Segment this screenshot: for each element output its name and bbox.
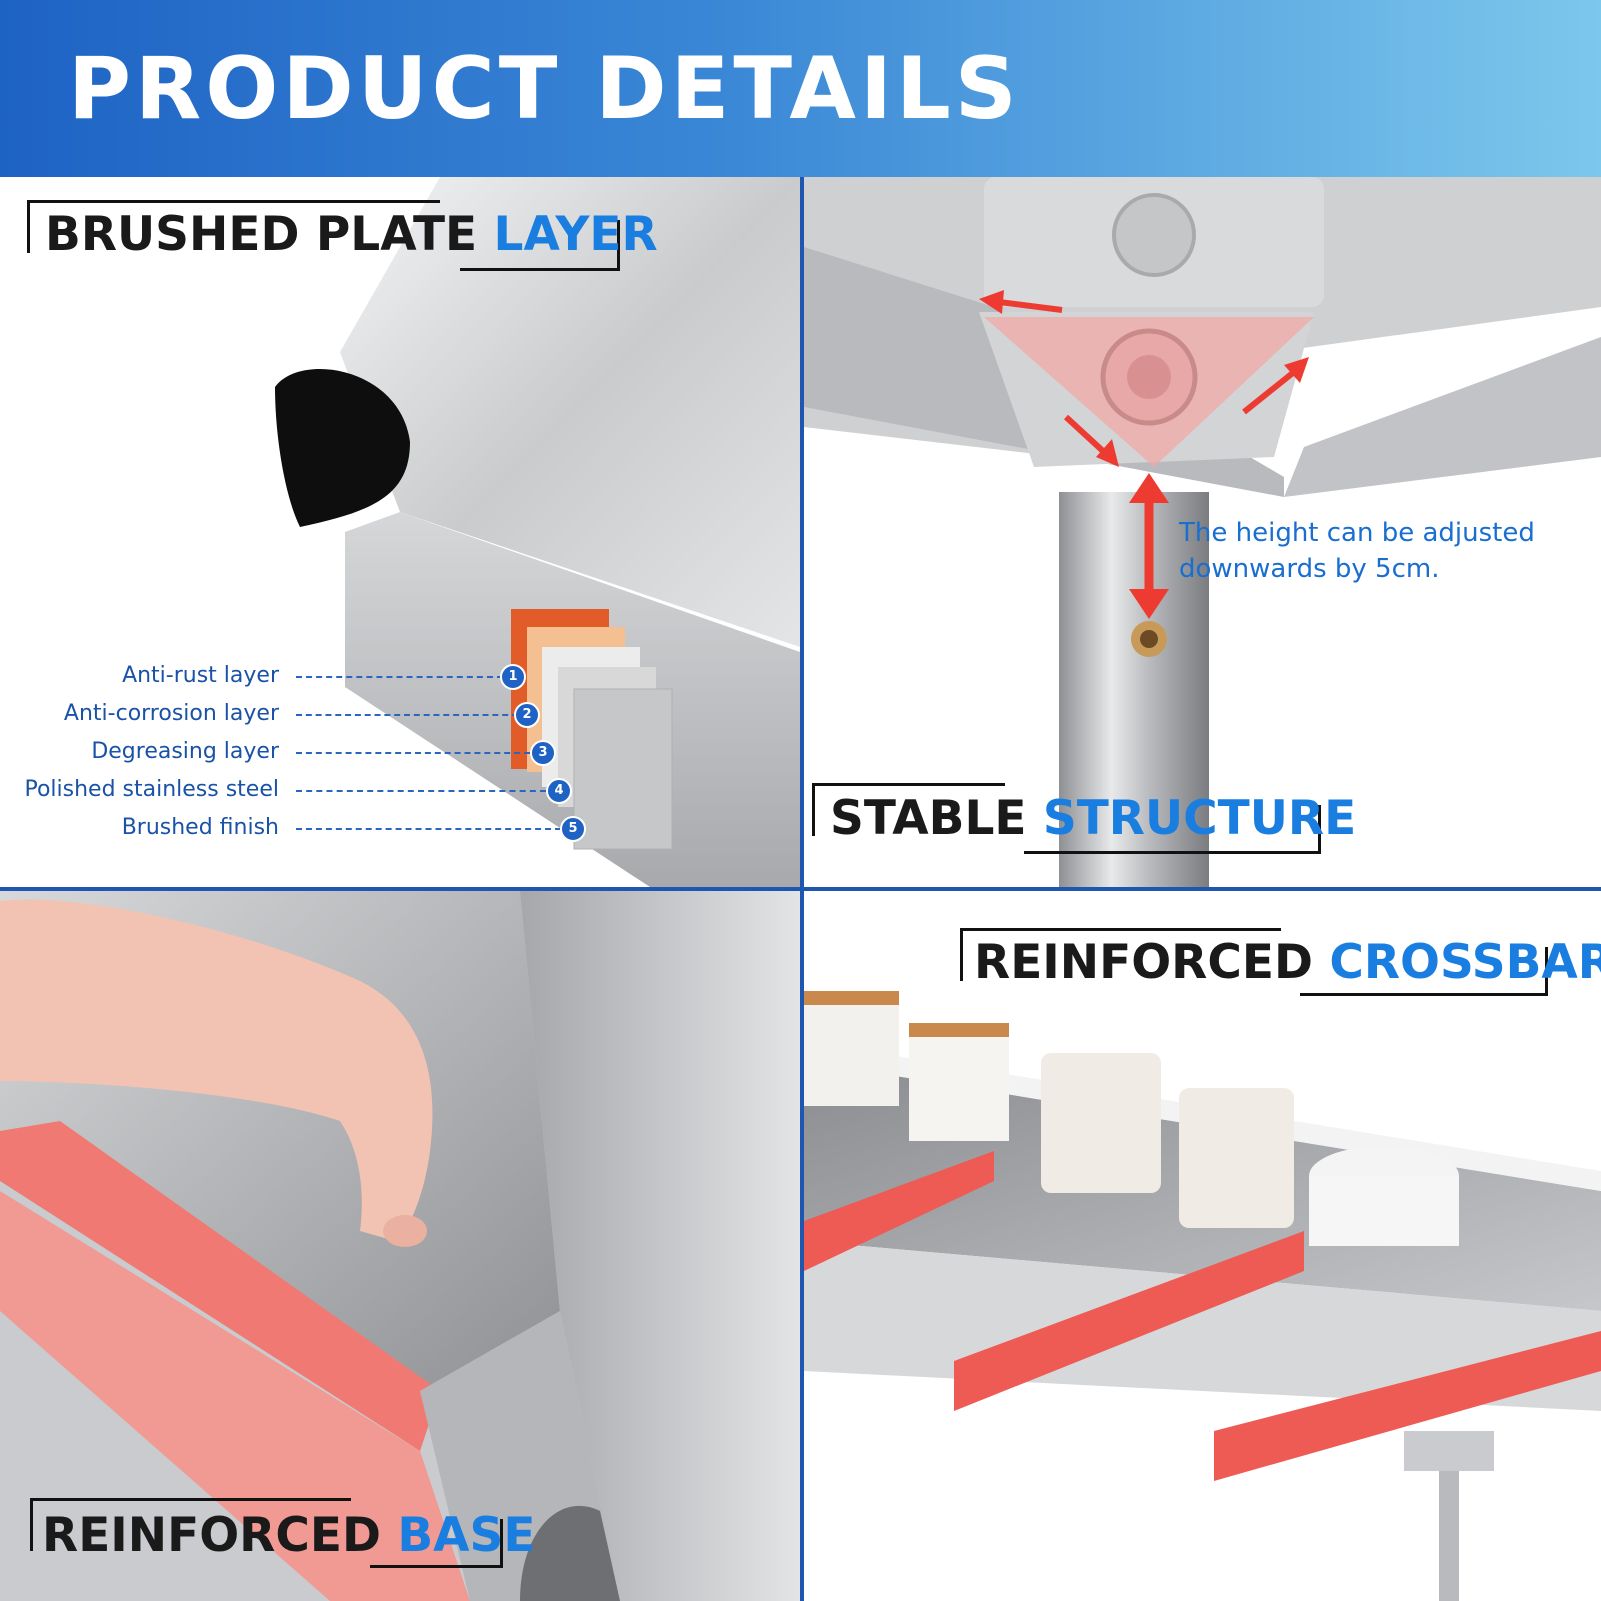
- title-bracket: [960, 928, 1281, 981]
- brushed-plate-illustration: [275, 177, 800, 887]
- reinforced-base-panel: REINFORCED BASE: [0, 891, 800, 1601]
- layer-label: Anti-corrosion layer: [63, 701, 279, 726]
- reinforced-crossbar-illustration: [804, 991, 1601, 1601]
- layer-number-badge: 4: [546, 778, 572, 804]
- layer-label: Anti-rust layer: [122, 663, 279, 688]
- direction-arrow-icon: [979, 290, 1309, 467]
- layer-number-badge: 2: [514, 702, 540, 728]
- title-bracket: [460, 220, 620, 271]
- horizontal-divider: [0, 887, 1601, 891]
- up-down-arrow-icon: [1129, 473, 1169, 619]
- title-bracket: [30, 1498, 351, 1551]
- stable-structure-panel: The height can be adjusted downwards by …: [804, 177, 1601, 887]
- title-bracket: [370, 1519, 503, 1568]
- layer-leader-line: [296, 828, 561, 830]
- title-bracket: [27, 200, 440, 253]
- layer-leader-line: [296, 752, 530, 754]
- section-title: STABLE STRUCTURE: [830, 791, 1357, 846]
- reinforced-base-illustration: [0, 891, 800, 1601]
- title-bracket: [1024, 805, 1321, 854]
- brushed-plate-panel: BRUSHED PLATE LAYER Anti-rust layer 1 An…: [0, 177, 800, 887]
- layer-label: Polished stainless steel: [24, 777, 279, 802]
- height-adjust-note: The height can be adjusted downwards by …: [1179, 518, 1535, 584]
- section-title: REINFORCED BASE: [42, 1508, 536, 1563]
- layer-number-badge: 1: [500, 664, 526, 690]
- layer-leader-line: [296, 676, 503, 678]
- stable-structure-illustration: [804, 177, 1601, 887]
- layer-label: Degreasing layer: [91, 739, 279, 764]
- layer-number-badge: 3: [530, 740, 556, 766]
- header-banner: PRODUCT DETAILS: [0, 0, 1601, 177]
- section-title: REINFORCED CROSSBAR: [974, 935, 1601, 990]
- page-title: PRODUCT DETAILS: [68, 39, 1021, 139]
- title-bracket: [1300, 947, 1548, 996]
- layer-label: Brushed finish: [121, 815, 279, 840]
- section-title: BRUSHED PLATE LAYER: [45, 207, 658, 262]
- layer-leader-line: [296, 790, 546, 792]
- layer-number-badge: 5: [560, 816, 586, 842]
- reinforced-crossbar-panel: REINFORCED CROSSBAR: [804, 891, 1601, 1601]
- layer-leader-line: [296, 714, 518, 716]
- title-bracket: [812, 783, 1005, 836]
